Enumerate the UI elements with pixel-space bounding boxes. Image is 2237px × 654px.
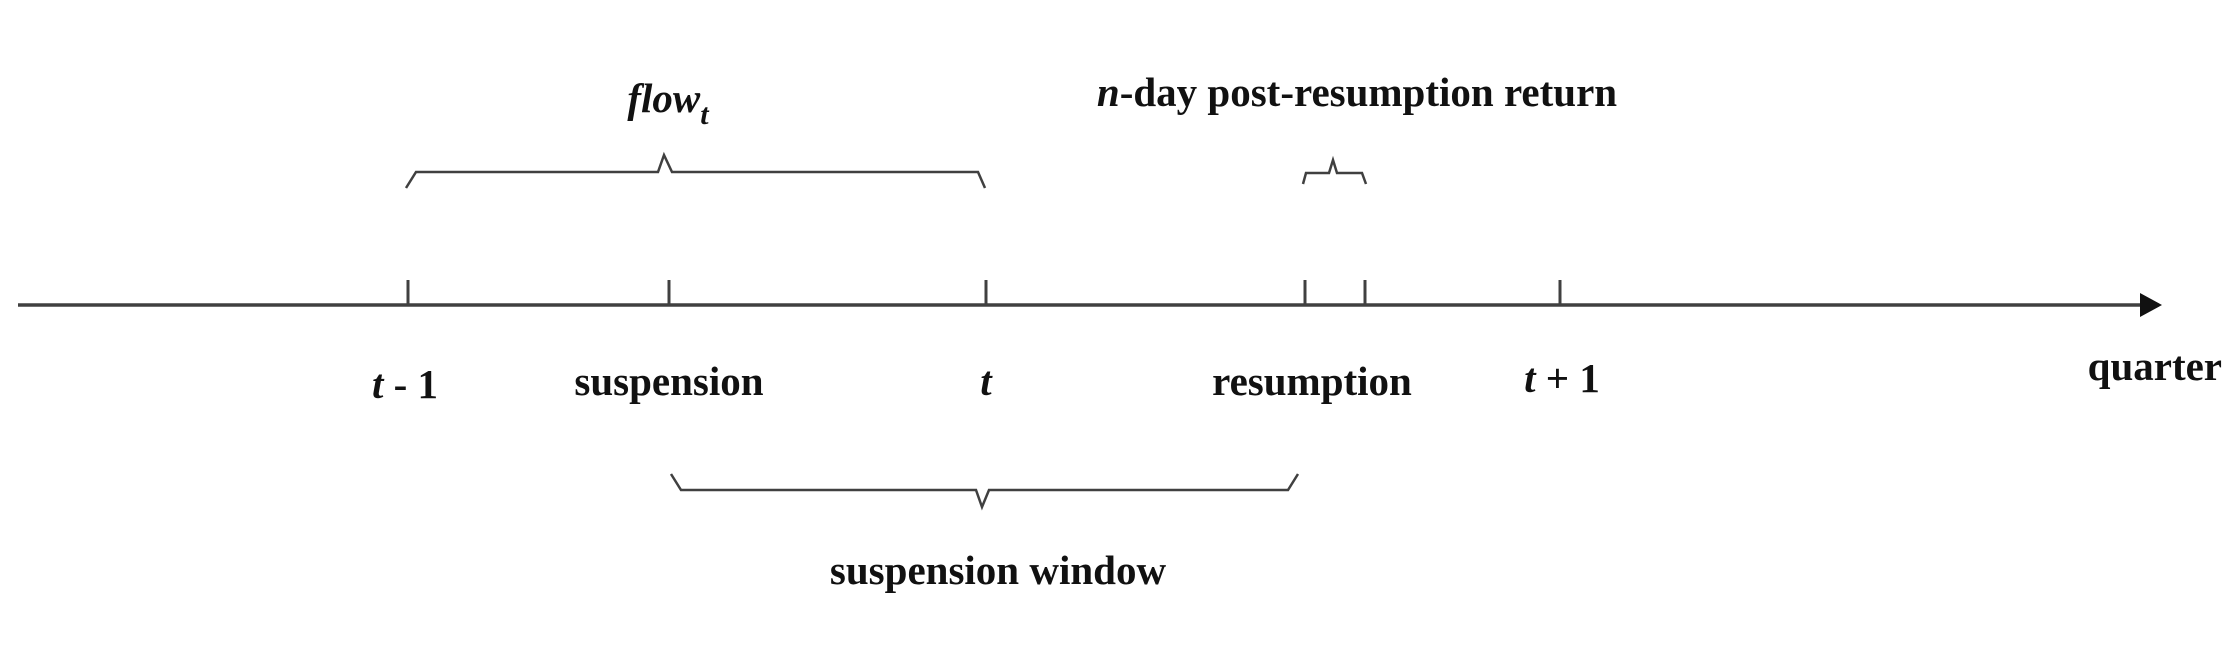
tick-label-suspension: suspension (574, 358, 763, 404)
axis-label-quarter: quarter (2088, 343, 2222, 389)
post-return-brace (1301, 155, 1368, 185)
suspension-window-brace (669, 473, 1300, 511)
tick-label-t: t (980, 358, 993, 404)
axis-arrowhead (2140, 293, 2162, 317)
tick-label-resumption: resumption (1212, 358, 1412, 404)
post-return-label: n-day post-resumption return (1097, 69, 1617, 115)
flow-brace (404, 151, 987, 189)
flow-label: flowt (627, 75, 710, 131)
tick-label-t-minus-1: t - 1 (372, 361, 438, 407)
suspension-window-label: suspension window (830, 547, 1167, 593)
tick-label-t-plus-1: t + 1 (1524, 355, 1600, 401)
